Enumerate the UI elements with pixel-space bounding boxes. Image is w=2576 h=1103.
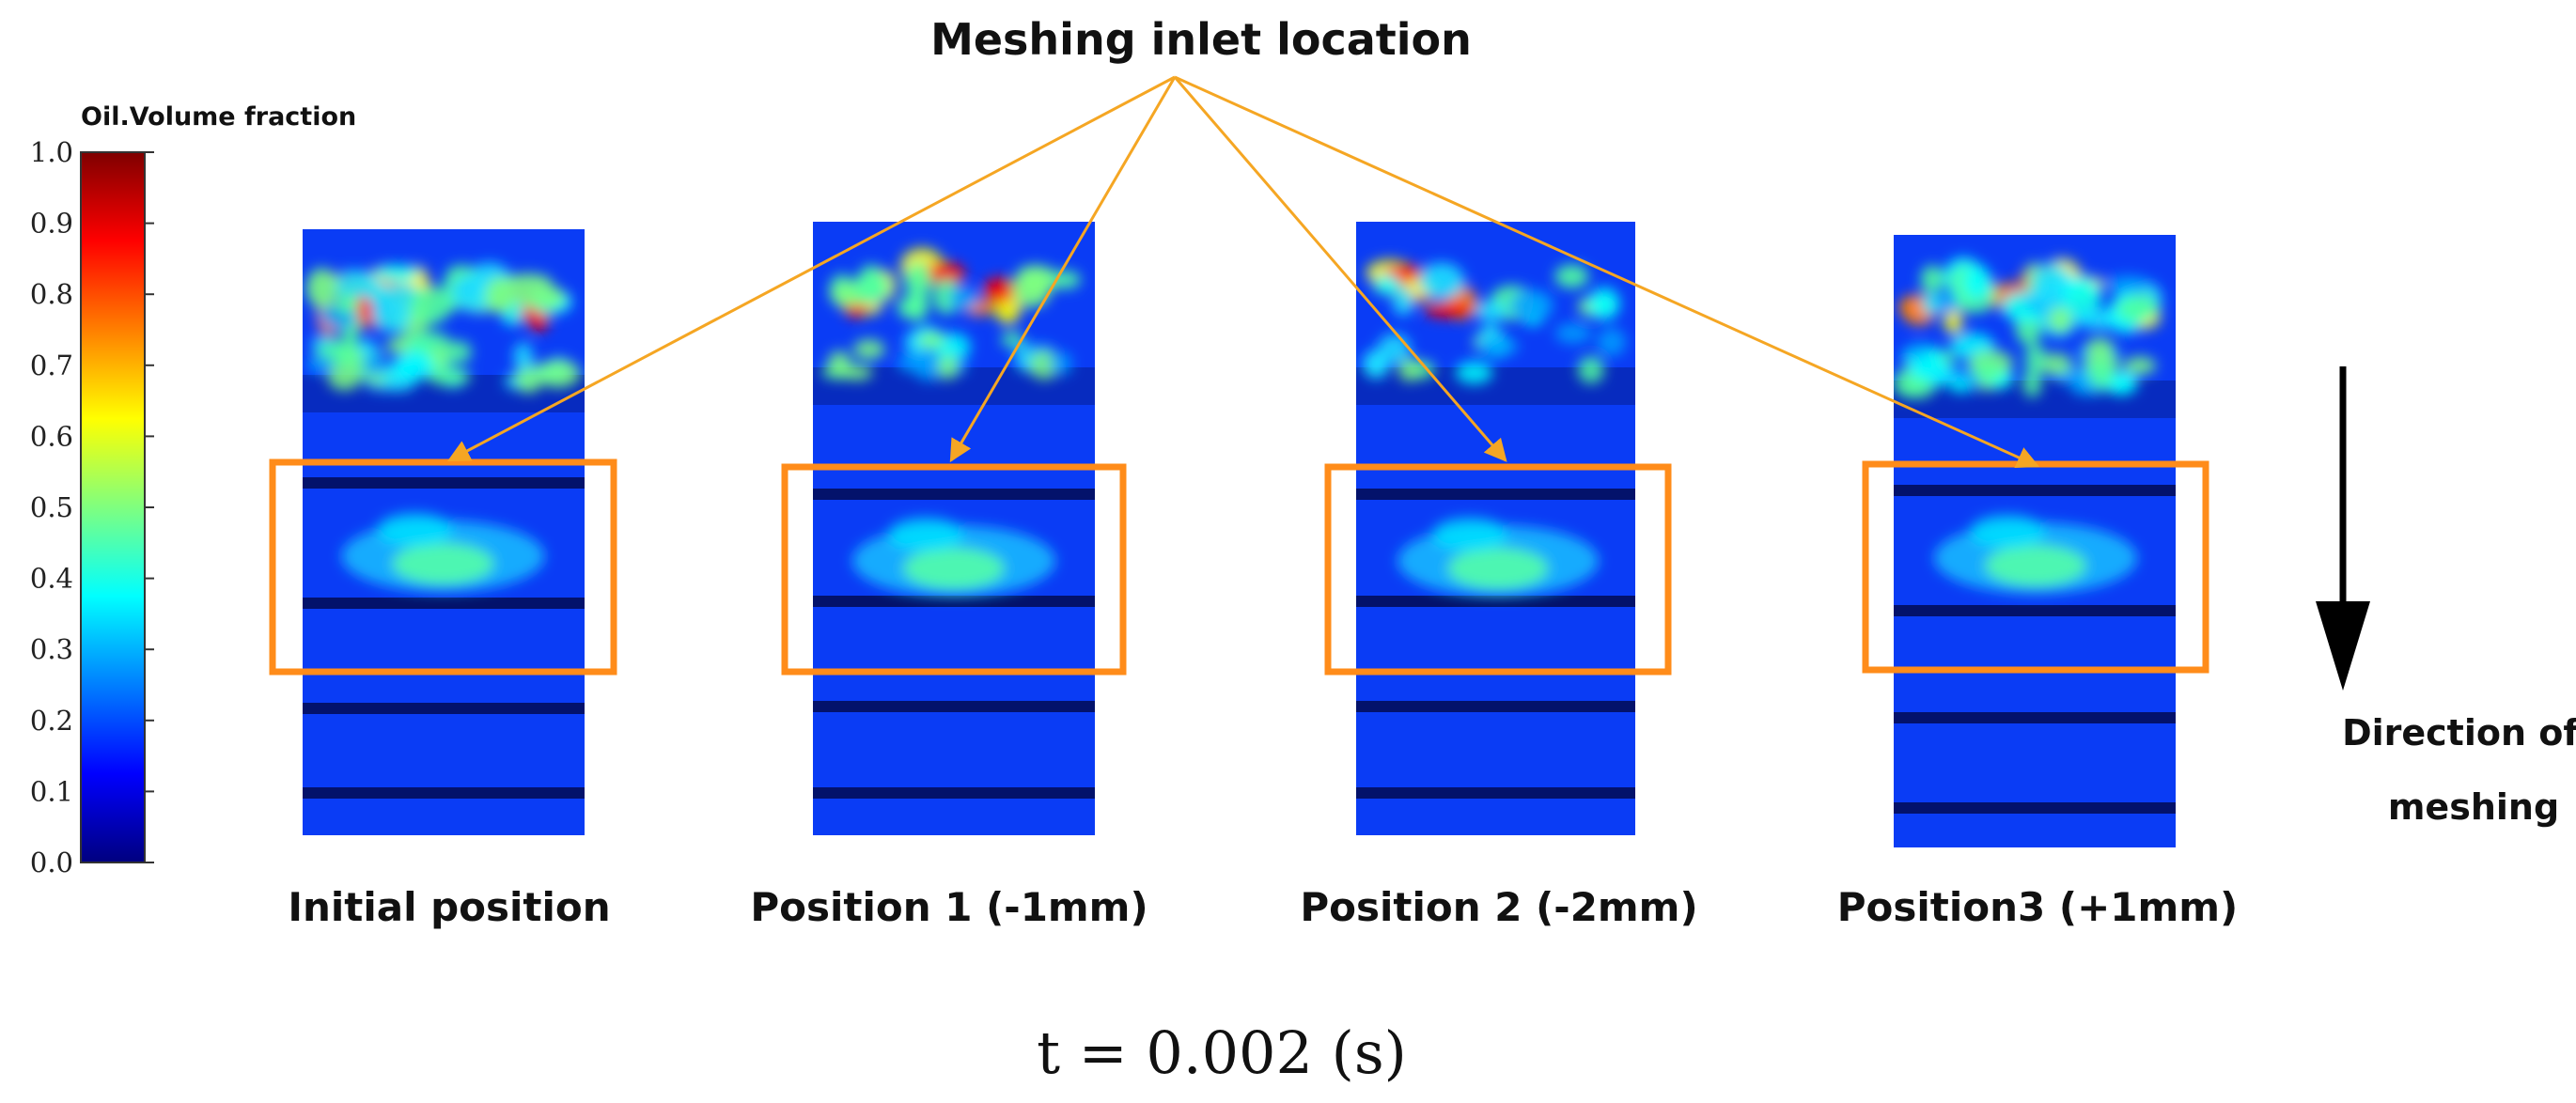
panel-dark-band [303,703,585,714]
colorbar-tick-label: 0.9 [30,208,73,240]
panel-dark-band [1894,605,2176,616]
meshing-inlet-box [781,463,1127,676]
colorbar-label: Oil.Volume fraction [81,102,356,132]
panel-dark-band [813,787,1095,799]
meshing-inlet-box [269,458,617,676]
colorbar-tick-label: 0.3 [30,633,73,665]
panels: Initial position Position 1 (-1mm) Positio… [269,222,2238,930]
direction-label-line2: meshing [2388,786,2559,828]
colorbar-tick-label: 0.4 [30,563,73,595]
time-label: t = 0.002 (s) [1037,1018,1407,1087]
panel-label: Initial position [288,884,610,930]
panel-dark-band [813,596,1095,607]
panel-dark-band [1894,485,2176,496]
pointer-lines [446,75,2040,469]
colorbar-tick-label: 0.1 [30,775,73,807]
panel-1: Initial position [269,229,617,930]
panel-inlet-oil [341,513,545,592]
colorbar-tick-label: 0.5 [30,491,73,523]
panel-dark-band [1894,802,2176,814]
colorbar-tick-label: 1.0 [30,136,73,168]
panel-dark-band [813,701,1095,712]
colorbar: Oil.Volume fraction 1.0 0.9 0.8 0.7 0.6 0.5 0.… [30,102,356,878]
panel-dark-band [303,598,585,609]
panel-label: Position 2 (-2mm) [1300,884,1697,930]
direction-label-line1: Direction of [2342,712,2576,753]
panel-dark-band [1894,712,2176,723]
colorbar-tick-label: 0.7 [30,350,73,381]
panel-dark-band [813,489,1095,500]
pointer-line-position-2 [1173,76,1507,462]
meshing-inlet-box [1324,463,1672,676]
panel-dark-band [303,477,585,489]
direction-arrow-head [2316,601,2370,691]
colorbar-tick-label: 0.8 [30,278,73,310]
pointer-line-position-3 [1174,75,2040,469]
pointer-line-initial [446,75,1176,462]
panel-upper-oil [305,262,581,394]
panel-label: Position 1 (-1mm) [750,884,1147,930]
figure-title: Meshing inlet location [930,14,1472,65]
pointer-line-position-1 [949,76,1177,463]
panel-upper-oil [820,247,1082,381]
colorbar-tick-label: 0.0 [30,847,73,878]
panel-inlet-oil [1397,518,1599,597]
colorbar-ticks: 1.0 0.9 0.8 0.7 0.6 0.5 0.4 0.3 0.2 0.1 0.0 [30,136,154,878]
panel-2: Position 1 (-1mm) [750,222,1148,930]
panel-inlet-oil [852,518,1055,597]
panel-upper-oil [1894,256,2162,399]
panel-inlet-oil [1934,515,2137,594]
panel-dark-band [1356,701,1635,712]
panel-3: Position 2 (-2mm) [1300,222,1698,930]
panel-label: Position3 (+1mm) [1837,884,2238,930]
colorbar-tick-label: 0.2 [30,705,73,737]
direction-arrow: Direction of meshing [2316,366,2576,828]
panel-4: Position3 (+1mm) [1837,235,2238,930]
panel-dark-band [1356,489,1635,500]
panel-dark-band [303,787,585,799]
panel-dark-band [1356,787,1635,799]
panel-dark-band [1356,596,1635,607]
colorbar-gradient [80,151,146,863]
colorbar-tick-label: 0.6 [30,420,73,452]
